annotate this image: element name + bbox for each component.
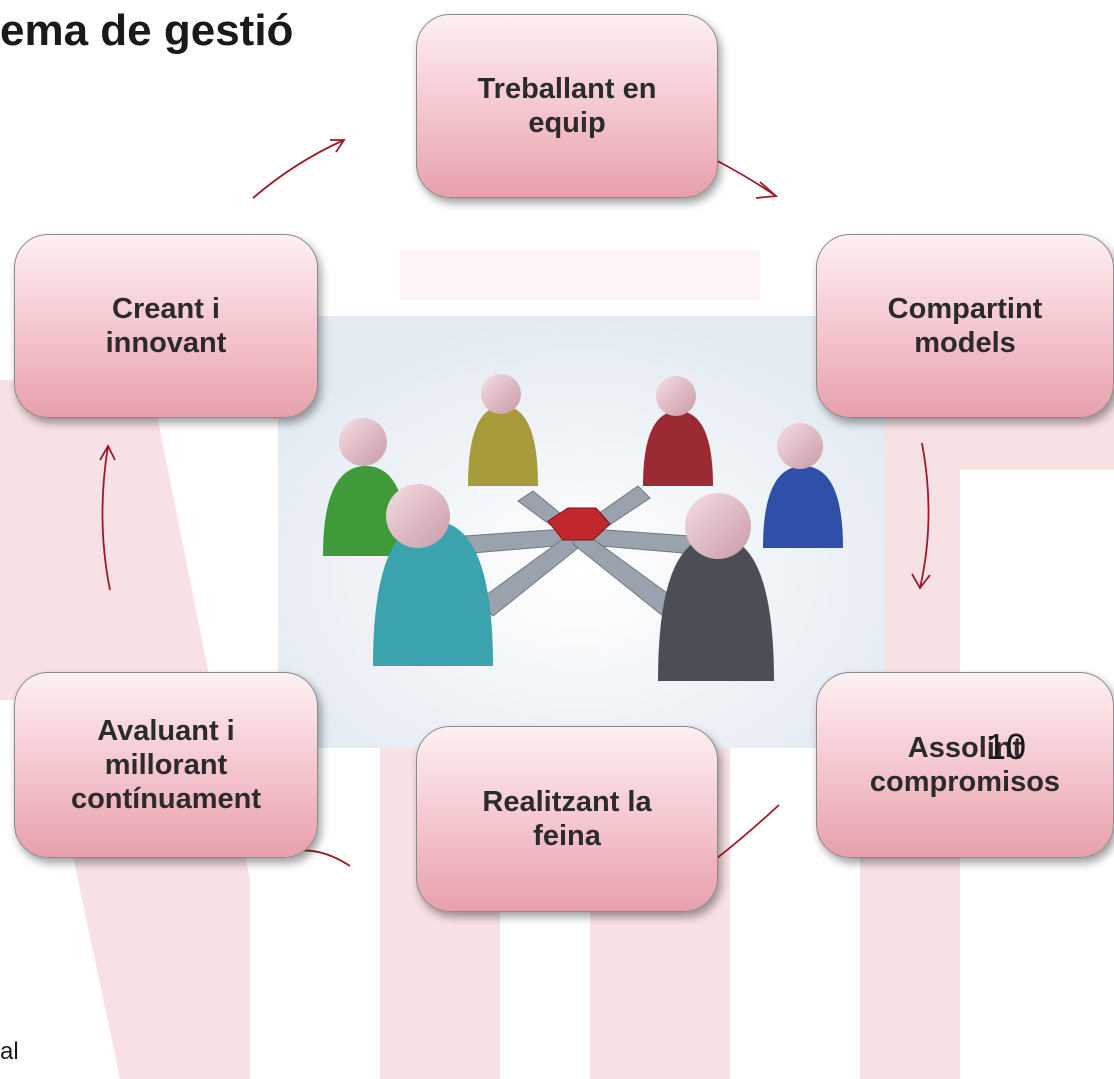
node-label: Assolint compromisos xyxy=(869,732,1061,798)
node-compartint-models: Compartint models xyxy=(816,234,1114,418)
node-assolint-compromisos: Assolint compromisos xyxy=(816,672,1114,858)
footer-text: al xyxy=(0,1038,19,1065)
team-people-around-hub-icon xyxy=(278,316,884,748)
page-number: 10 xyxy=(986,726,1027,767)
node-label: Treballant en equip xyxy=(477,73,657,139)
node-creant-i-innovant: Creant i innovant xyxy=(14,234,318,418)
node-treballant-en-equip: Treballant en equip xyxy=(416,14,718,198)
node-label: Realitzant la feina xyxy=(482,786,652,852)
node-realitzant-la-feina: Realitzant la feina xyxy=(416,726,718,912)
node-avaluant-i-millorant: Avaluant i millorant contínuament xyxy=(14,672,318,858)
node-label: Compartint models xyxy=(887,293,1043,359)
node-label: Avaluant i millorant contínuament xyxy=(70,715,262,815)
node-label: Creant i innovant xyxy=(105,293,227,359)
slide-title: ema de gestió xyxy=(0,6,294,55)
